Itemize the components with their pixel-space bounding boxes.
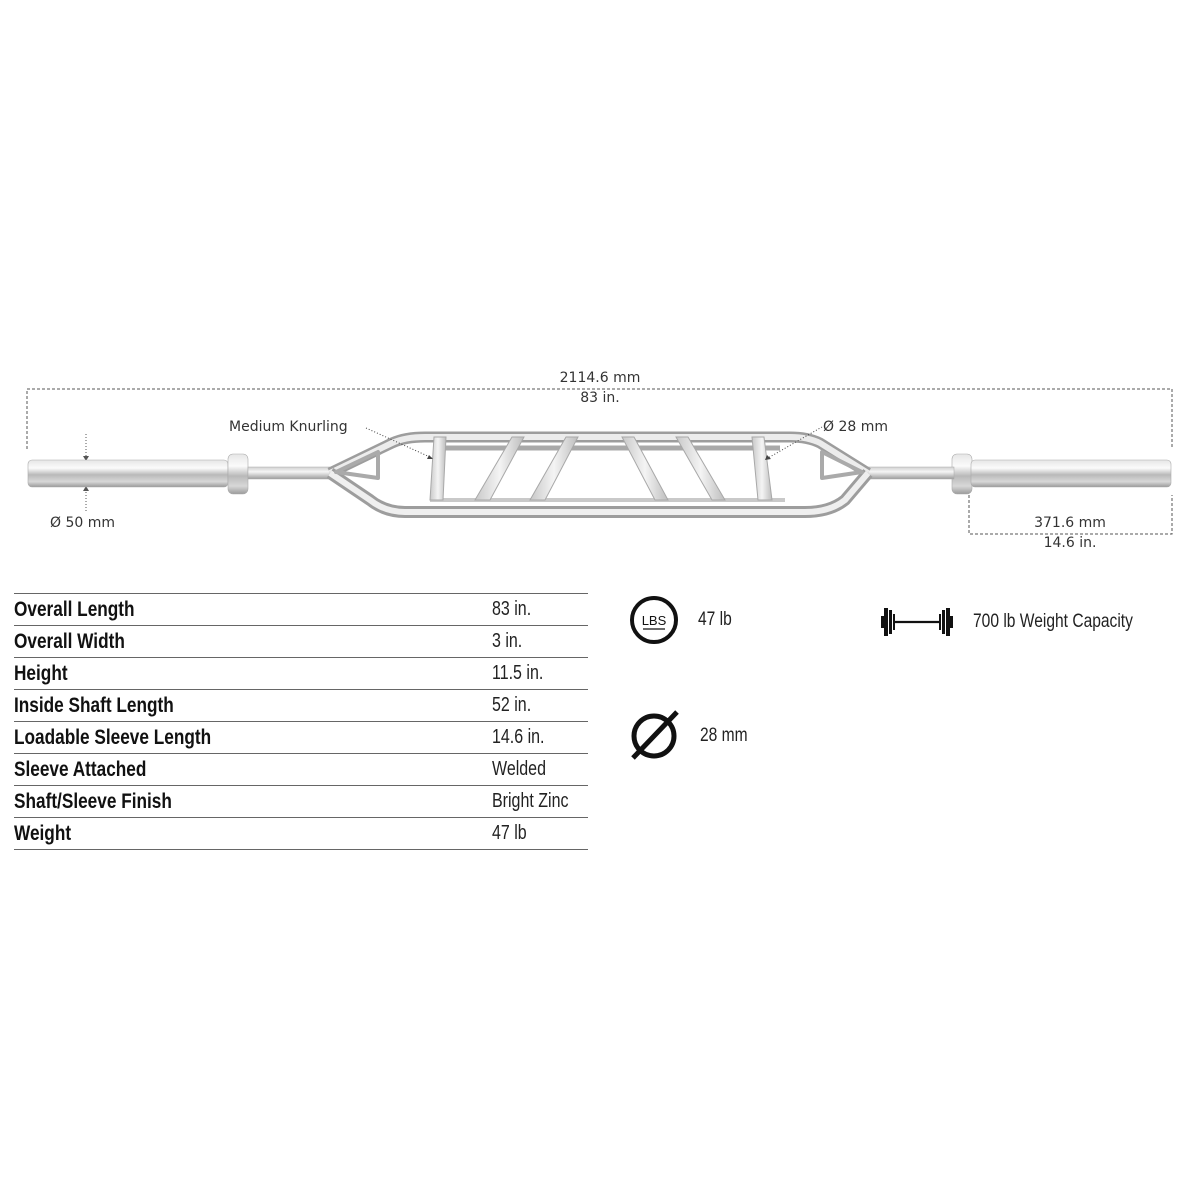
handle-diameter-label: Ø 28 mm <box>823 419 889 435</box>
spec-row: Sleeve Attached Welded <box>14 754 588 786</box>
spec-value: 11.5 in. <box>492 662 544 684</box>
spec-value: 3 in. <box>492 630 523 652</box>
feature-capacity: 700 lb Weight Capacity <box>880 604 1168 640</box>
diameter-text: 28 mm <box>700 725 748 746</box>
spec-value: 52 in. <box>492 694 532 716</box>
spec-row: Height 11.5 in. <box>14 658 588 690</box>
spec-table: Overall Length 83 in. Overall Width 3 in… <box>14 593 588 850</box>
right-sleeve <box>970 459 1172 488</box>
right-shaft <box>867 466 955 480</box>
spec-row: Overall Length 83 in. <box>14 593 588 626</box>
spec-row: Inside Shaft Length 52 in. <box>14 690 588 722</box>
sleeve-length-dimension <box>968 495 1173 535</box>
left-collar <box>227 453 249 495</box>
spec-value: Welded <box>492 758 547 780</box>
bar-diagram: 2114.6 mm 83 in. Medium Knurling Ø 28 mm… <box>26 370 1173 551</box>
feature-diameter: 28 mm <box>628 708 758 764</box>
spec-label: Weight <box>14 821 72 845</box>
spec-value: 47 lb <box>492 822 528 844</box>
lbs-icon: LBS <box>630 596 678 644</box>
left-shaft <box>247 466 331 480</box>
spec-row: Loadable Sleeve Length 14.6 in. <box>14 722 588 754</box>
capacity-text: 700 lb Weight Capacity <box>973 611 1133 632</box>
sleeve-length-mm: 371.6 mm <box>1034 515 1106 531</box>
spec-label: Loadable Sleeve Length <box>14 725 212 749</box>
spec-label: Sleeve Attached <box>14 757 147 781</box>
spec-row: Overall Width 3 in. <box>14 626 588 658</box>
spec-value: Bright Zinc <box>492 790 569 812</box>
spec-label: Overall Length <box>14 597 135 621</box>
overall-length-in: 83 in. <box>580 390 620 406</box>
feature-weight: LBS 47 lb <box>628 594 739 646</box>
lbs-icon-text: LBS <box>642 613 667 628</box>
barbell-icon <box>881 608 953 636</box>
overall-length-dimension <box>26 388 1173 449</box>
spec-label: Height <box>14 661 68 685</box>
knurling-label: Medium Knurling <box>229 419 348 435</box>
overall-length-mm: 2114.6 mm <box>559 370 641 386</box>
spec-row: Weight 47 lb <box>14 818 588 850</box>
bar-illustration <box>26 388 1173 535</box>
spec-row: Shaft/Sleeve Finish Bright Zinc <box>14 786 588 818</box>
diameter-icon <box>631 710 679 760</box>
right-collar <box>951 453 973 495</box>
spec-value: 14.6 in. <box>492 726 545 748</box>
spec-label: Overall Width <box>14 629 125 653</box>
sleeve-diameter-label: Ø 50 mm <box>50 515 116 531</box>
spec-label: Shaft/Sleeve Finish <box>14 789 172 813</box>
handle-diameter-pointer <box>767 426 823 459</box>
knurling-pointer <box>365 427 433 459</box>
weight-text: 47 lb <box>698 609 732 630</box>
spec-value: 83 in. <box>492 598 532 620</box>
spec-label: Inside Shaft Length <box>14 693 174 717</box>
left-sleeve <box>27 459 229 488</box>
sleeve-length-in: 14.6 in. <box>1043 535 1097 551</box>
bar-frame <box>326 431 873 518</box>
grip-handles <box>429 436 773 501</box>
